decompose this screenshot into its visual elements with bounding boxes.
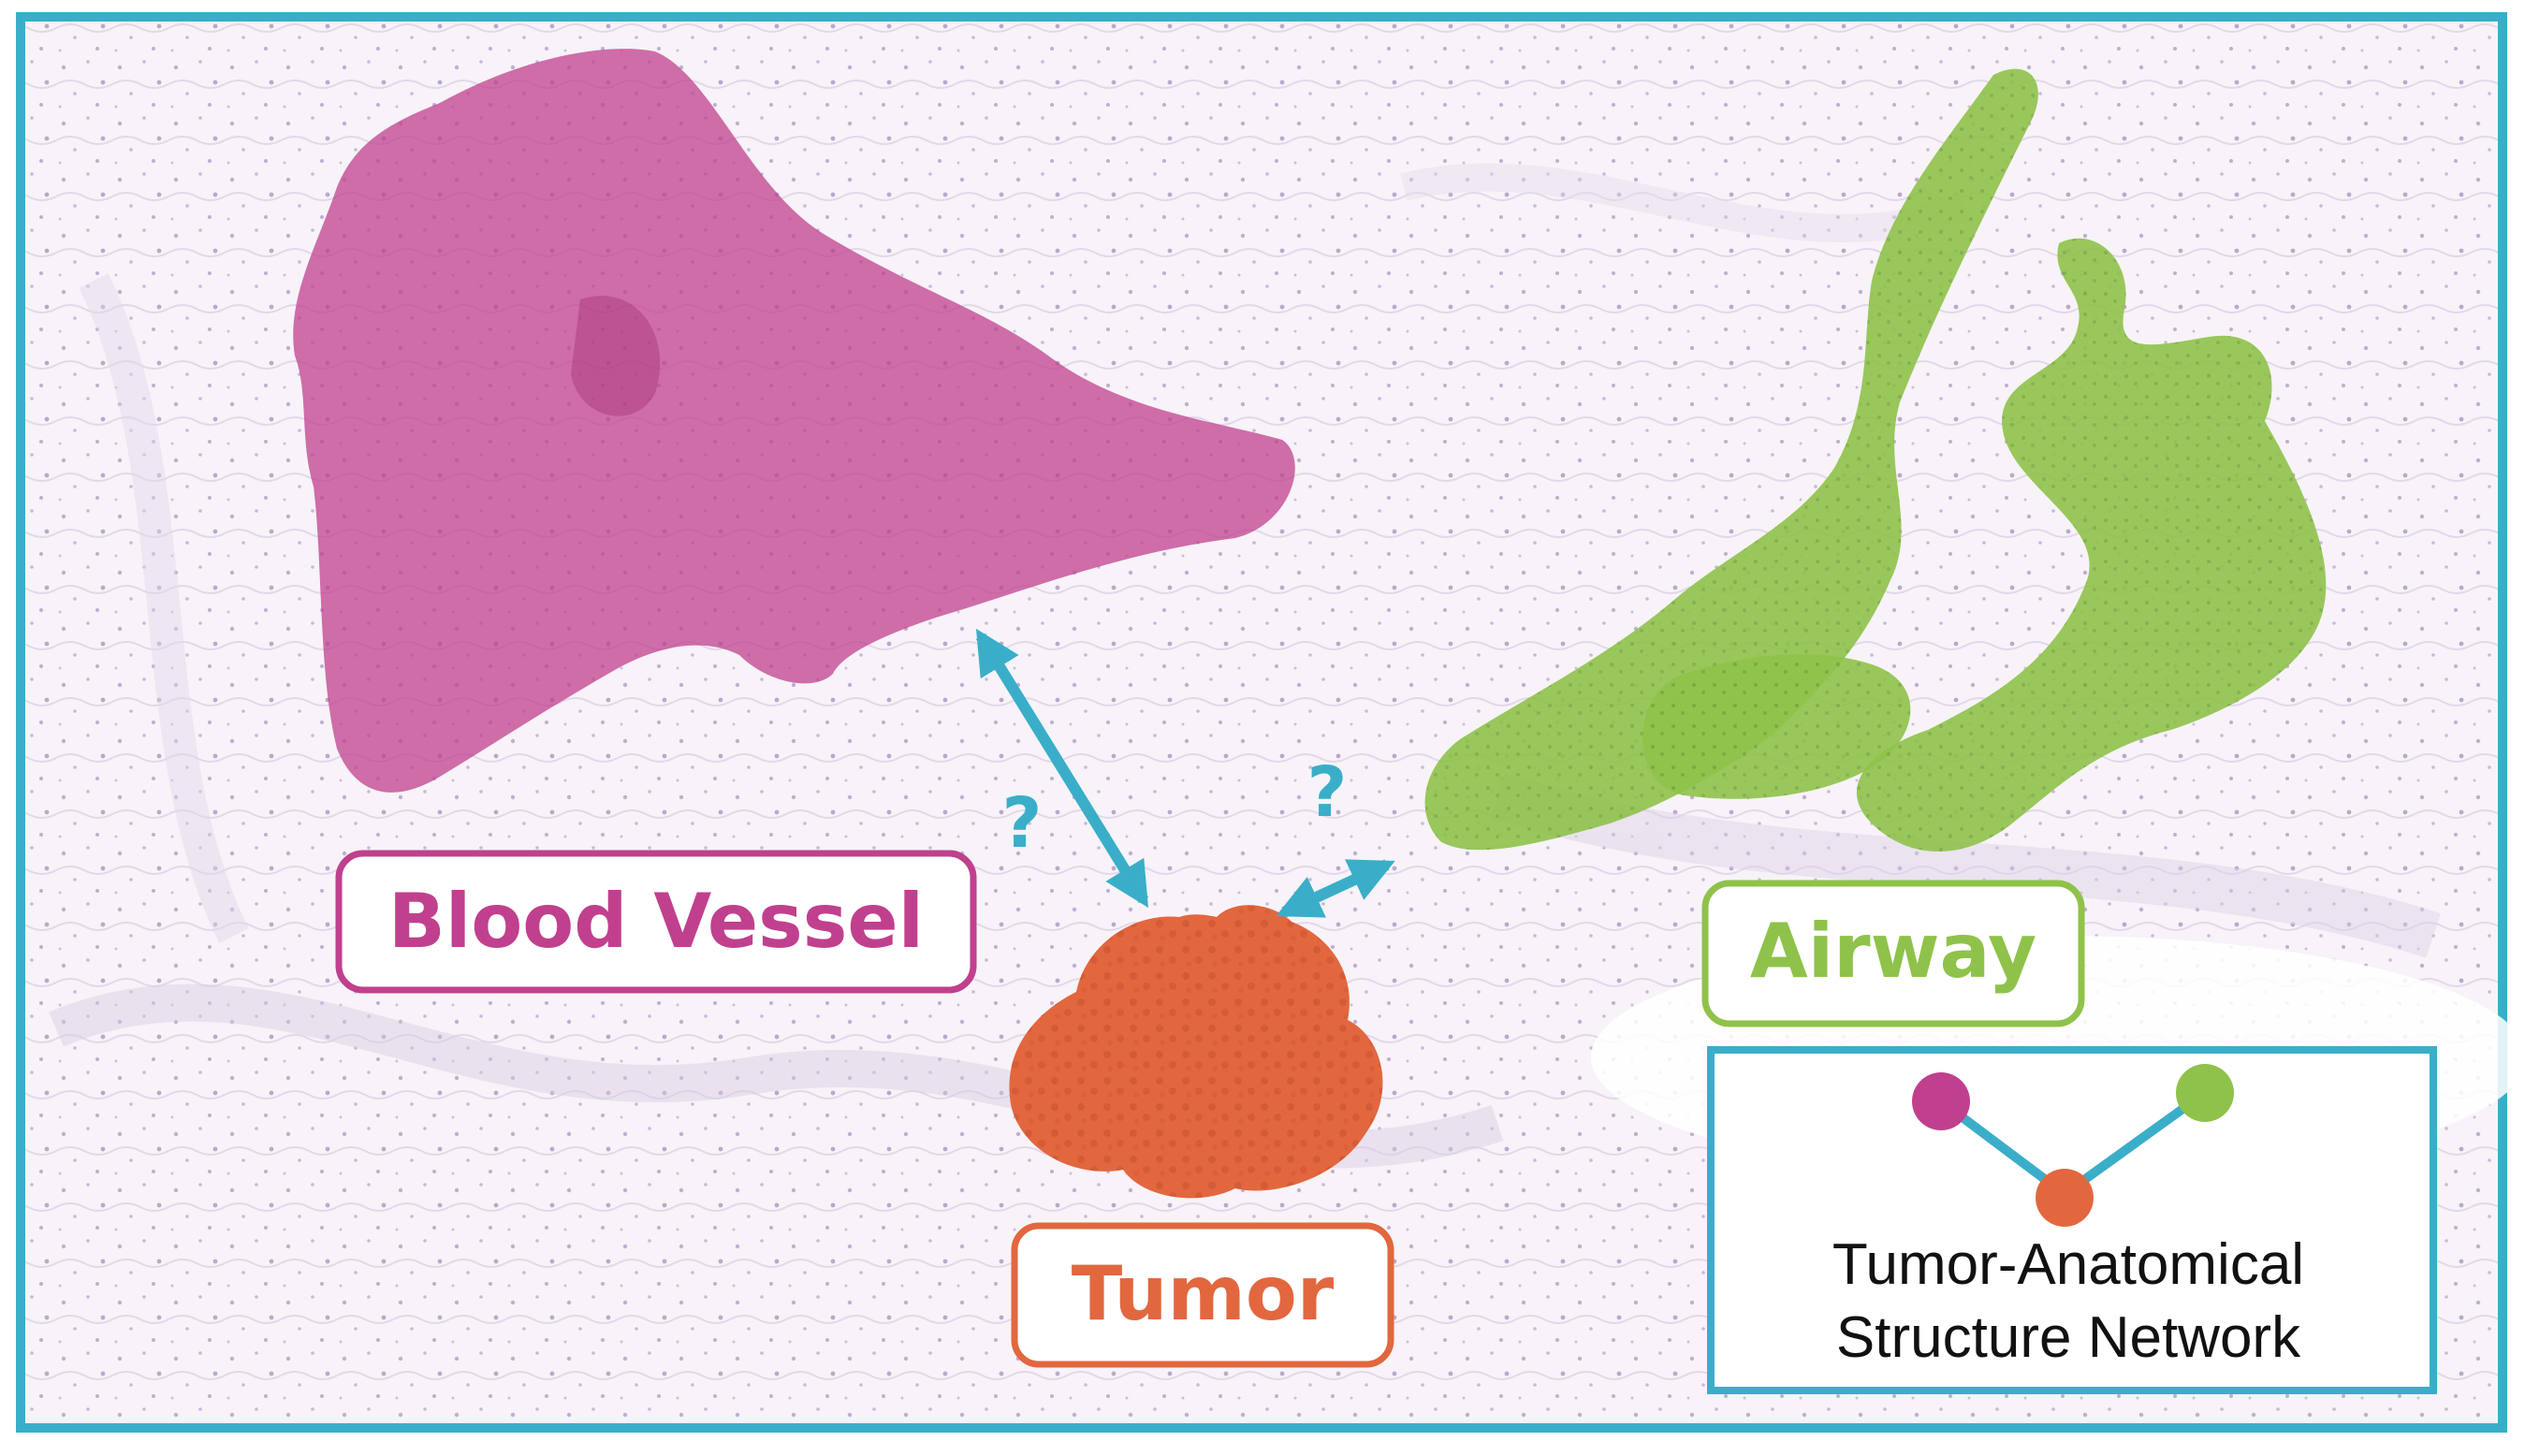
blood-vessel-region [293,49,1295,793]
blood-vessel-label: Blood Vessel [388,878,924,965]
legend-node-blood-vessel [1912,1072,1970,1130]
airway-label-box [1701,880,2085,1027]
legend-text-line-1: Tumor-Anatomical [1832,1232,2304,1297]
arrow-airway-tumor [1276,859,1395,918]
airway-region-lower [1642,654,1911,799]
blood-vessel-lumen-detail [571,296,661,416]
tumor-label-box [1011,1222,1394,1368]
airway-region-right [1856,238,2327,852]
question-mark-airway-tumor: ? [1307,752,1348,833]
legend-text-line-2: Structure Network [1836,1305,2301,1370]
tumor-region [1009,905,1383,1199]
question-mark-vessel-tumor: ? [1002,783,1043,864]
airway-label: Airway [1750,908,2036,995]
tumor-label: Tumor [1072,1250,1335,1337]
arrow-vessel-tumor [975,628,1149,909]
airway-region [1424,68,2038,851]
legend-node-airway [2176,1064,2234,1122]
blood-vessel-label-box [335,850,977,994]
legend-node-tumor [2036,1169,2094,1227]
